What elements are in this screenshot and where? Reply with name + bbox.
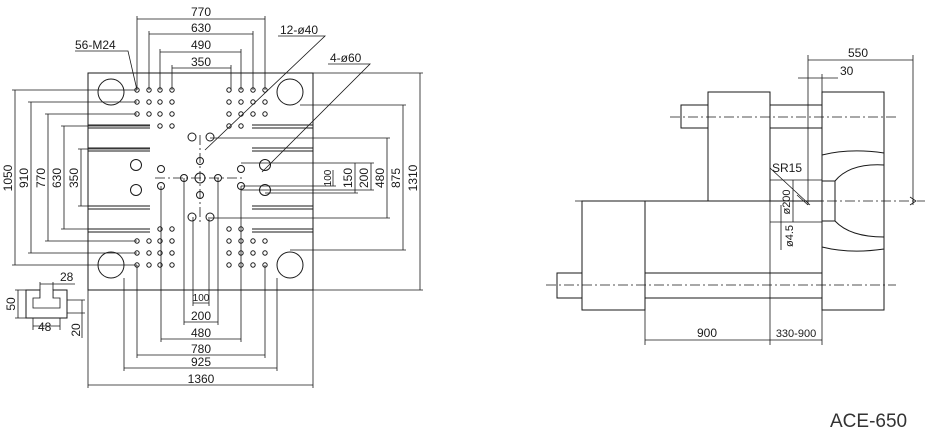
- thread-hole: [146, 99, 152, 105]
- dim-1310: 1310: [406, 164, 420, 191]
- dim-630: 630: [191, 21, 211, 35]
- dim-1360: 1360: [188, 372, 215, 386]
- tslot-50: 50: [4, 297, 18, 311]
- thread-hole: [146, 262, 152, 268]
- dim-770-v: 770: [34, 168, 48, 188]
- thread-hole: [250, 111, 256, 117]
- callouts: 56-M24 12-ø40 4-ø60: [75, 23, 371, 173]
- dim-900: 900: [697, 326, 717, 340]
- dim-910: 910: [17, 168, 31, 188]
- thread-hole: [262, 238, 268, 244]
- t-slot-detail: 28 48 50 20: [4, 270, 85, 338]
- tslot-48: 48: [38, 320, 52, 334]
- left-dimensions: 1050 910 770 630 350: [1, 89, 150, 266]
- thread-hole: [146, 250, 152, 256]
- dim-d4-5: ø4.5: [784, 225, 796, 247]
- thread-hole: [262, 111, 268, 117]
- dim-d200: ø200: [781, 189, 793, 214]
- dim-100-v: 100: [323, 169, 334, 186]
- nozzle-cavity-upper: [821, 150, 885, 182]
- thread-hole: [250, 262, 256, 268]
- thread-hole: [157, 123, 163, 129]
- callout-56-m24: 56-M24: [75, 38, 116, 52]
- nozzle-cavity-lower: [821, 220, 885, 252]
- center-holes: [130, 132, 271, 222]
- thread-hole: [169, 262, 175, 268]
- dim-480-h: 480: [191, 326, 211, 340]
- thread-hole: [250, 99, 256, 105]
- platen-front-view: 770 630 490 350 56-M24 12-ø40 4-ø60 1050…: [1, 5, 423, 388]
- thread-holes: [134, 87, 268, 268]
- thread-hole: [226, 111, 232, 117]
- thread-hole: [157, 99, 163, 105]
- model-name: ACE-650: [830, 411, 908, 432]
- t-slots: [88, 124, 313, 233]
- dim-490: 490: [191, 38, 211, 52]
- dim-770: 770: [191, 5, 211, 19]
- bottom-dimensions: 100 200 480 780 925 1360: [87, 178, 314, 388]
- thread-hole: [262, 99, 268, 105]
- top-dimensions: 770 630 490 350: [136, 5, 266, 90]
- callout-12-d40: 12-ø40: [280, 23, 318, 37]
- dim-30: 30: [840, 64, 854, 78]
- dim-330-900: 330-900: [776, 328, 816, 340]
- thread-hole: [157, 111, 163, 117]
- lower-tie-bar: [644, 272, 823, 299]
- thread-hole: [226, 226, 232, 232]
- thread-hole: [146, 111, 152, 117]
- thread-hole: [169, 238, 175, 244]
- dim-350: 350: [191, 55, 211, 69]
- dim-200-v: 200: [357, 168, 371, 188]
- dim-480-v: 480: [373, 168, 387, 188]
- thread-hole: [226, 262, 232, 268]
- upper-cylinder-rod: [680, 104, 709, 129]
- dim-780: 780: [191, 342, 211, 356]
- thread-hole: [238, 123, 244, 129]
- dim-200-h: 200: [191, 309, 211, 323]
- dim-630-v: 630: [50, 168, 64, 188]
- dim-875: 875: [389, 168, 403, 188]
- thread-hole: [250, 238, 256, 244]
- right-dimensions: 1310 875 480 200 150 100: [210, 72, 423, 291]
- thread-hole: [157, 262, 163, 268]
- dim-550: 550: [848, 46, 868, 60]
- thread-hole: [169, 99, 175, 105]
- thread-hole: [169, 226, 175, 232]
- tslot-28: 28: [60, 270, 74, 284]
- thread-hole: [157, 226, 163, 232]
- thread-hole: [157, 238, 163, 244]
- thread-hole: [226, 238, 232, 244]
- dim-925: 925: [191, 355, 211, 369]
- thread-hole: [169, 111, 175, 117]
- thread-hole: [226, 250, 232, 256]
- tslot-20: 20: [69, 323, 83, 337]
- dim-150-v: 150: [341, 168, 355, 188]
- dim-1050: 1050: [1, 164, 15, 191]
- thread-hole: [226, 123, 232, 129]
- thread-hole: [146, 238, 152, 244]
- label-sr15: SR15: [772, 161, 802, 175]
- rear-platen: [581, 200, 646, 311]
- thread-hole: [238, 99, 244, 105]
- tie-bar-holes: [97, 78, 304, 279]
- lower-cylinder-rod: [556, 272, 583, 299]
- platen-outline: [87, 72, 314, 291]
- dim-100-h: 100: [193, 293, 210, 304]
- dim-350-v: 350: [67, 168, 81, 188]
- thread-hole: [226, 99, 232, 105]
- thread-hole: [262, 250, 268, 256]
- callout-4-d60: 4-ø60: [330, 51, 362, 65]
- thread-hole: [169, 123, 175, 129]
- thread-hole: [157, 250, 163, 256]
- thread-hole: [226, 87, 232, 93]
- upper-tie-bar: [769, 104, 823, 129]
- thread-hole: [250, 250, 256, 256]
- side-view: 550 30 900 330-900 SR15 ø200 ø4.5: [546, 46, 925, 345]
- thread-hole: [169, 250, 175, 256]
- moving-platen: [707, 91, 771, 202]
